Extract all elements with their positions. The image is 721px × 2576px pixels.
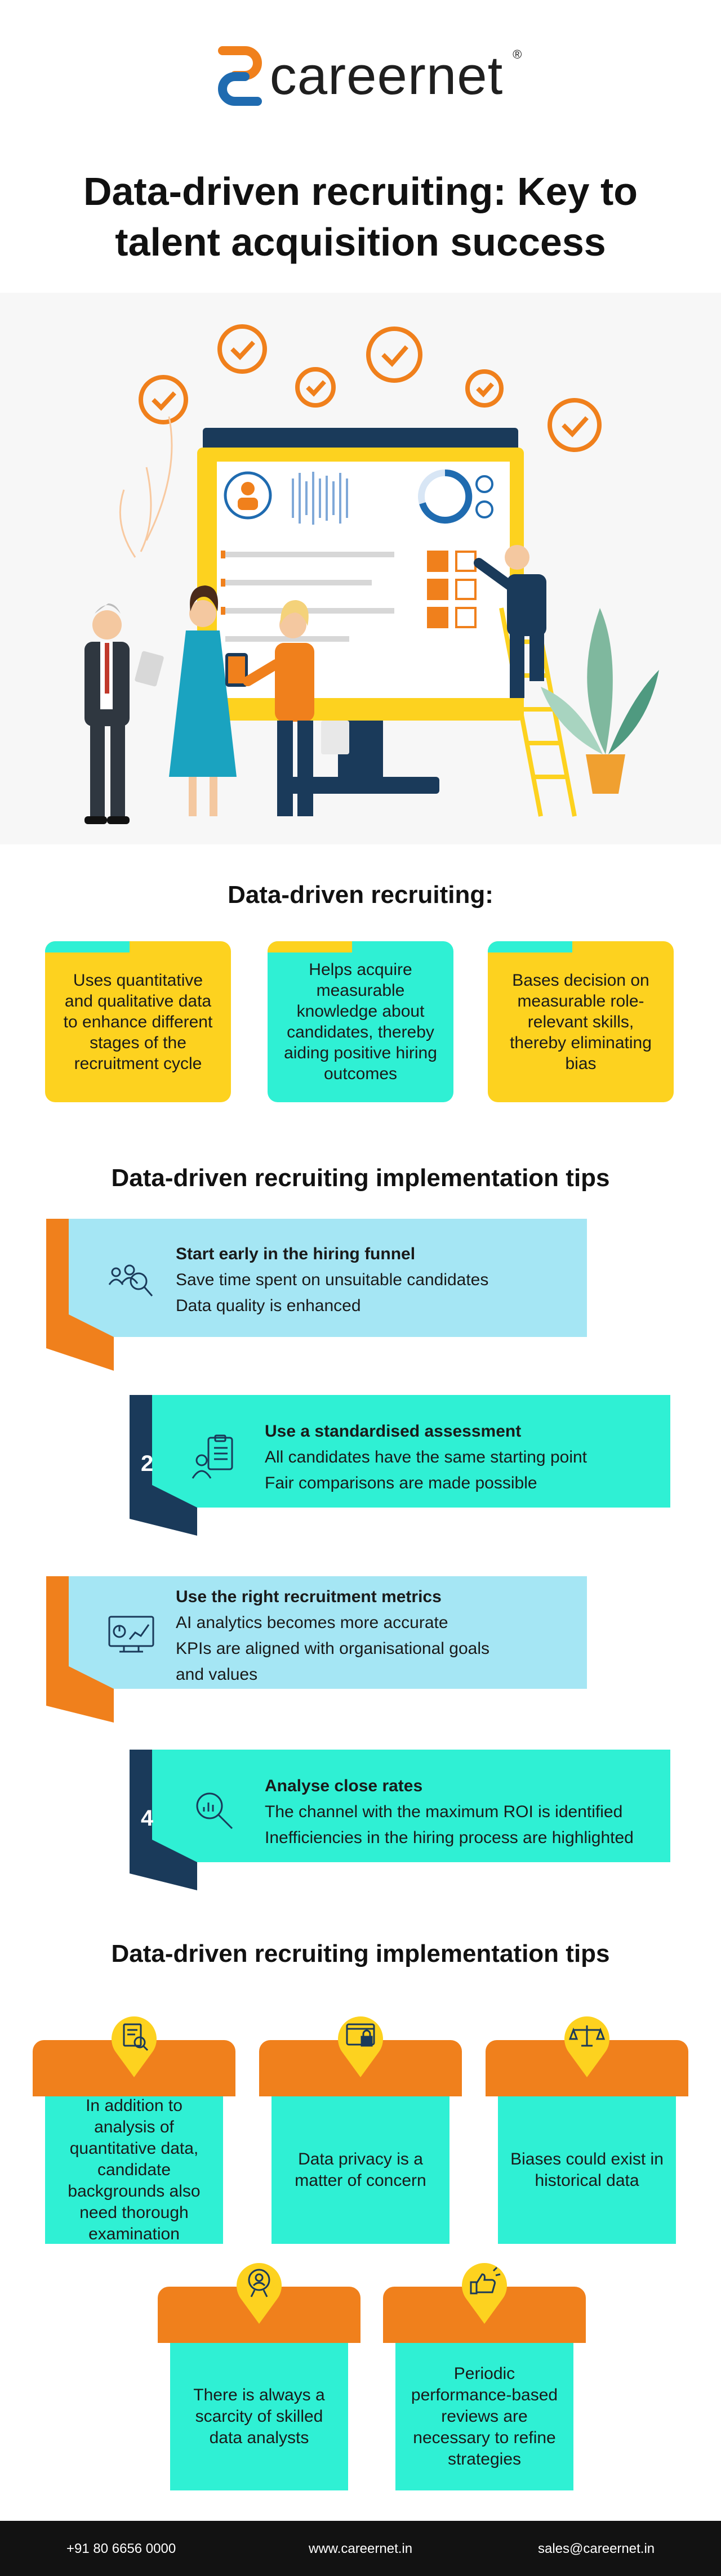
intro-card: Helps acquire measurable knowledge about… <box>268 941 453 1102</box>
footer-email[interactable]: sales@careernet.in <box>538 2541 655 2556</box>
tip-line: Inefficiencies in the hiring process are… <box>265 1828 634 1847</box>
challenge-card: Biases could exist in historical data <box>486 2016 688 2244</box>
intro-card-text: Helps acquire measurable knowledge about… <box>284 960 437 1083</box>
analyst-badge-icon <box>237 2263 282 2324</box>
brand-logo: careernet ® <box>0 34 721 118</box>
tips-heading: Data-driven recruiting implementation ti… <box>111 1164 610 1192</box>
brand-name: careernet ® <box>269 46 523 106</box>
intro-card: Uses quantitative and qualitative data t… <box>45 941 231 1102</box>
intro-card: Bases decision on measurable role-releva… <box>488 941 674 1102</box>
hero-illustration <box>0 293 721 844</box>
registered-mark: ® <box>513 47 523 61</box>
intro-heading: Data-driven recruiting: <box>228 881 493 909</box>
challenge-text: In addition to analysis of quantitative … <box>68 2096 201 2243</box>
tip-banner-1: Start early in the hiring funnel Save ti… <box>46 1219 688 1371</box>
challenge-text: Periodic performance-based reviews are n… <box>411 2364 558 2468</box>
people-search-icon <box>108 1264 153 1296</box>
tip-line: and values <box>176 1665 258 1684</box>
challenge-text: Biases could exist in historical data <box>510 2150 664 2190</box>
challenge-card: Periodic performance-based reviews are n… <box>383 2263 586 2490</box>
document-search-icon <box>112 2016 157 2077</box>
tip-banner-3: Use the right recruitment metrics AI ana… <box>46 1576 688 1723</box>
page-title: Data-driven recruiting: Key to talent ac… <box>83 169 638 264</box>
tip-line: All candidates have the same starting po… <box>265 1448 588 1466</box>
chart-magnifier-icon <box>196 1792 233 1830</box>
tip-title: Start early in the hiring funnel <box>176 1245 416 1263</box>
assessment-clipboard-icon <box>192 1434 233 1479</box>
balance-scale-icon <box>564 2016 609 2077</box>
challenge-text: There is always a scarcity of skilled da… <box>193 2386 325 2447</box>
footer: +91 80 6656 0000 www.careernet.in sales@… <box>0 2521 721 2576</box>
footer-phone[interactable]: +91 80 6656 0000 <box>66 2541 176 2556</box>
tip-line: Data quality is enhanced <box>176 1296 361 1315</box>
tip-title: Use the right recruitment metrics <box>176 1587 442 1606</box>
recruiters-dashboard-illustration <box>84 324 659 824</box>
challenge-card: There is always a scarcity of skilled da… <box>158 2263 360 2490</box>
intro-card-text: Uses quantitative and qualitative data t… <box>63 971 213 1073</box>
challenge-card: Data privacy is a matter of concern <box>259 2016 462 2244</box>
tip-title: Analyse close rates <box>265 1777 423 1795</box>
challenge-text: Data privacy is a matter of concern <box>295 2150 426 2190</box>
tip-line: Save time spent on unsuitable candidates <box>176 1271 489 1289</box>
intro-card-text: Bases decision on measurable role-releva… <box>510 971 652 1073</box>
tip-banner-2: 2 Use a standardised assessment All cand… <box>130 1395 721 1536</box>
tip-number: 4 <box>141 1806 154 1831</box>
challenge-card: In addition to analysis of quantitative … <box>33 2016 235 2244</box>
clock-icon <box>139 324 602 452</box>
footer-website[interactable]: www.careernet.in <box>309 2541 413 2556</box>
browser-lock-icon <box>338 2016 383 2077</box>
tip-line: KPIs are aligned with organisational goa… <box>176 1639 490 1658</box>
tip-number: 2 <box>141 1451 154 1476</box>
tip-line: The channel with the maximum ROI is iden… <box>265 1803 623 1821</box>
analytics-screen-icon <box>108 1616 154 1653</box>
challenges-heading: Data-driven recruiting implementation ti… <box>111 1940 610 1967</box>
tip-title: Use a standardised assessment <box>265 1422 522 1441</box>
tip-banner-4: 4 Analyse close rates The channel with t… <box>130 1750 721 1890</box>
tip-line: Fair comparisons are made possible <box>265 1474 537 1492</box>
careernet-logo-icon <box>217 46 262 106</box>
tip-line: AI analytics becomes more accurate <box>176 1613 448 1632</box>
review-thumbs-icon <box>462 2263 507 2324</box>
